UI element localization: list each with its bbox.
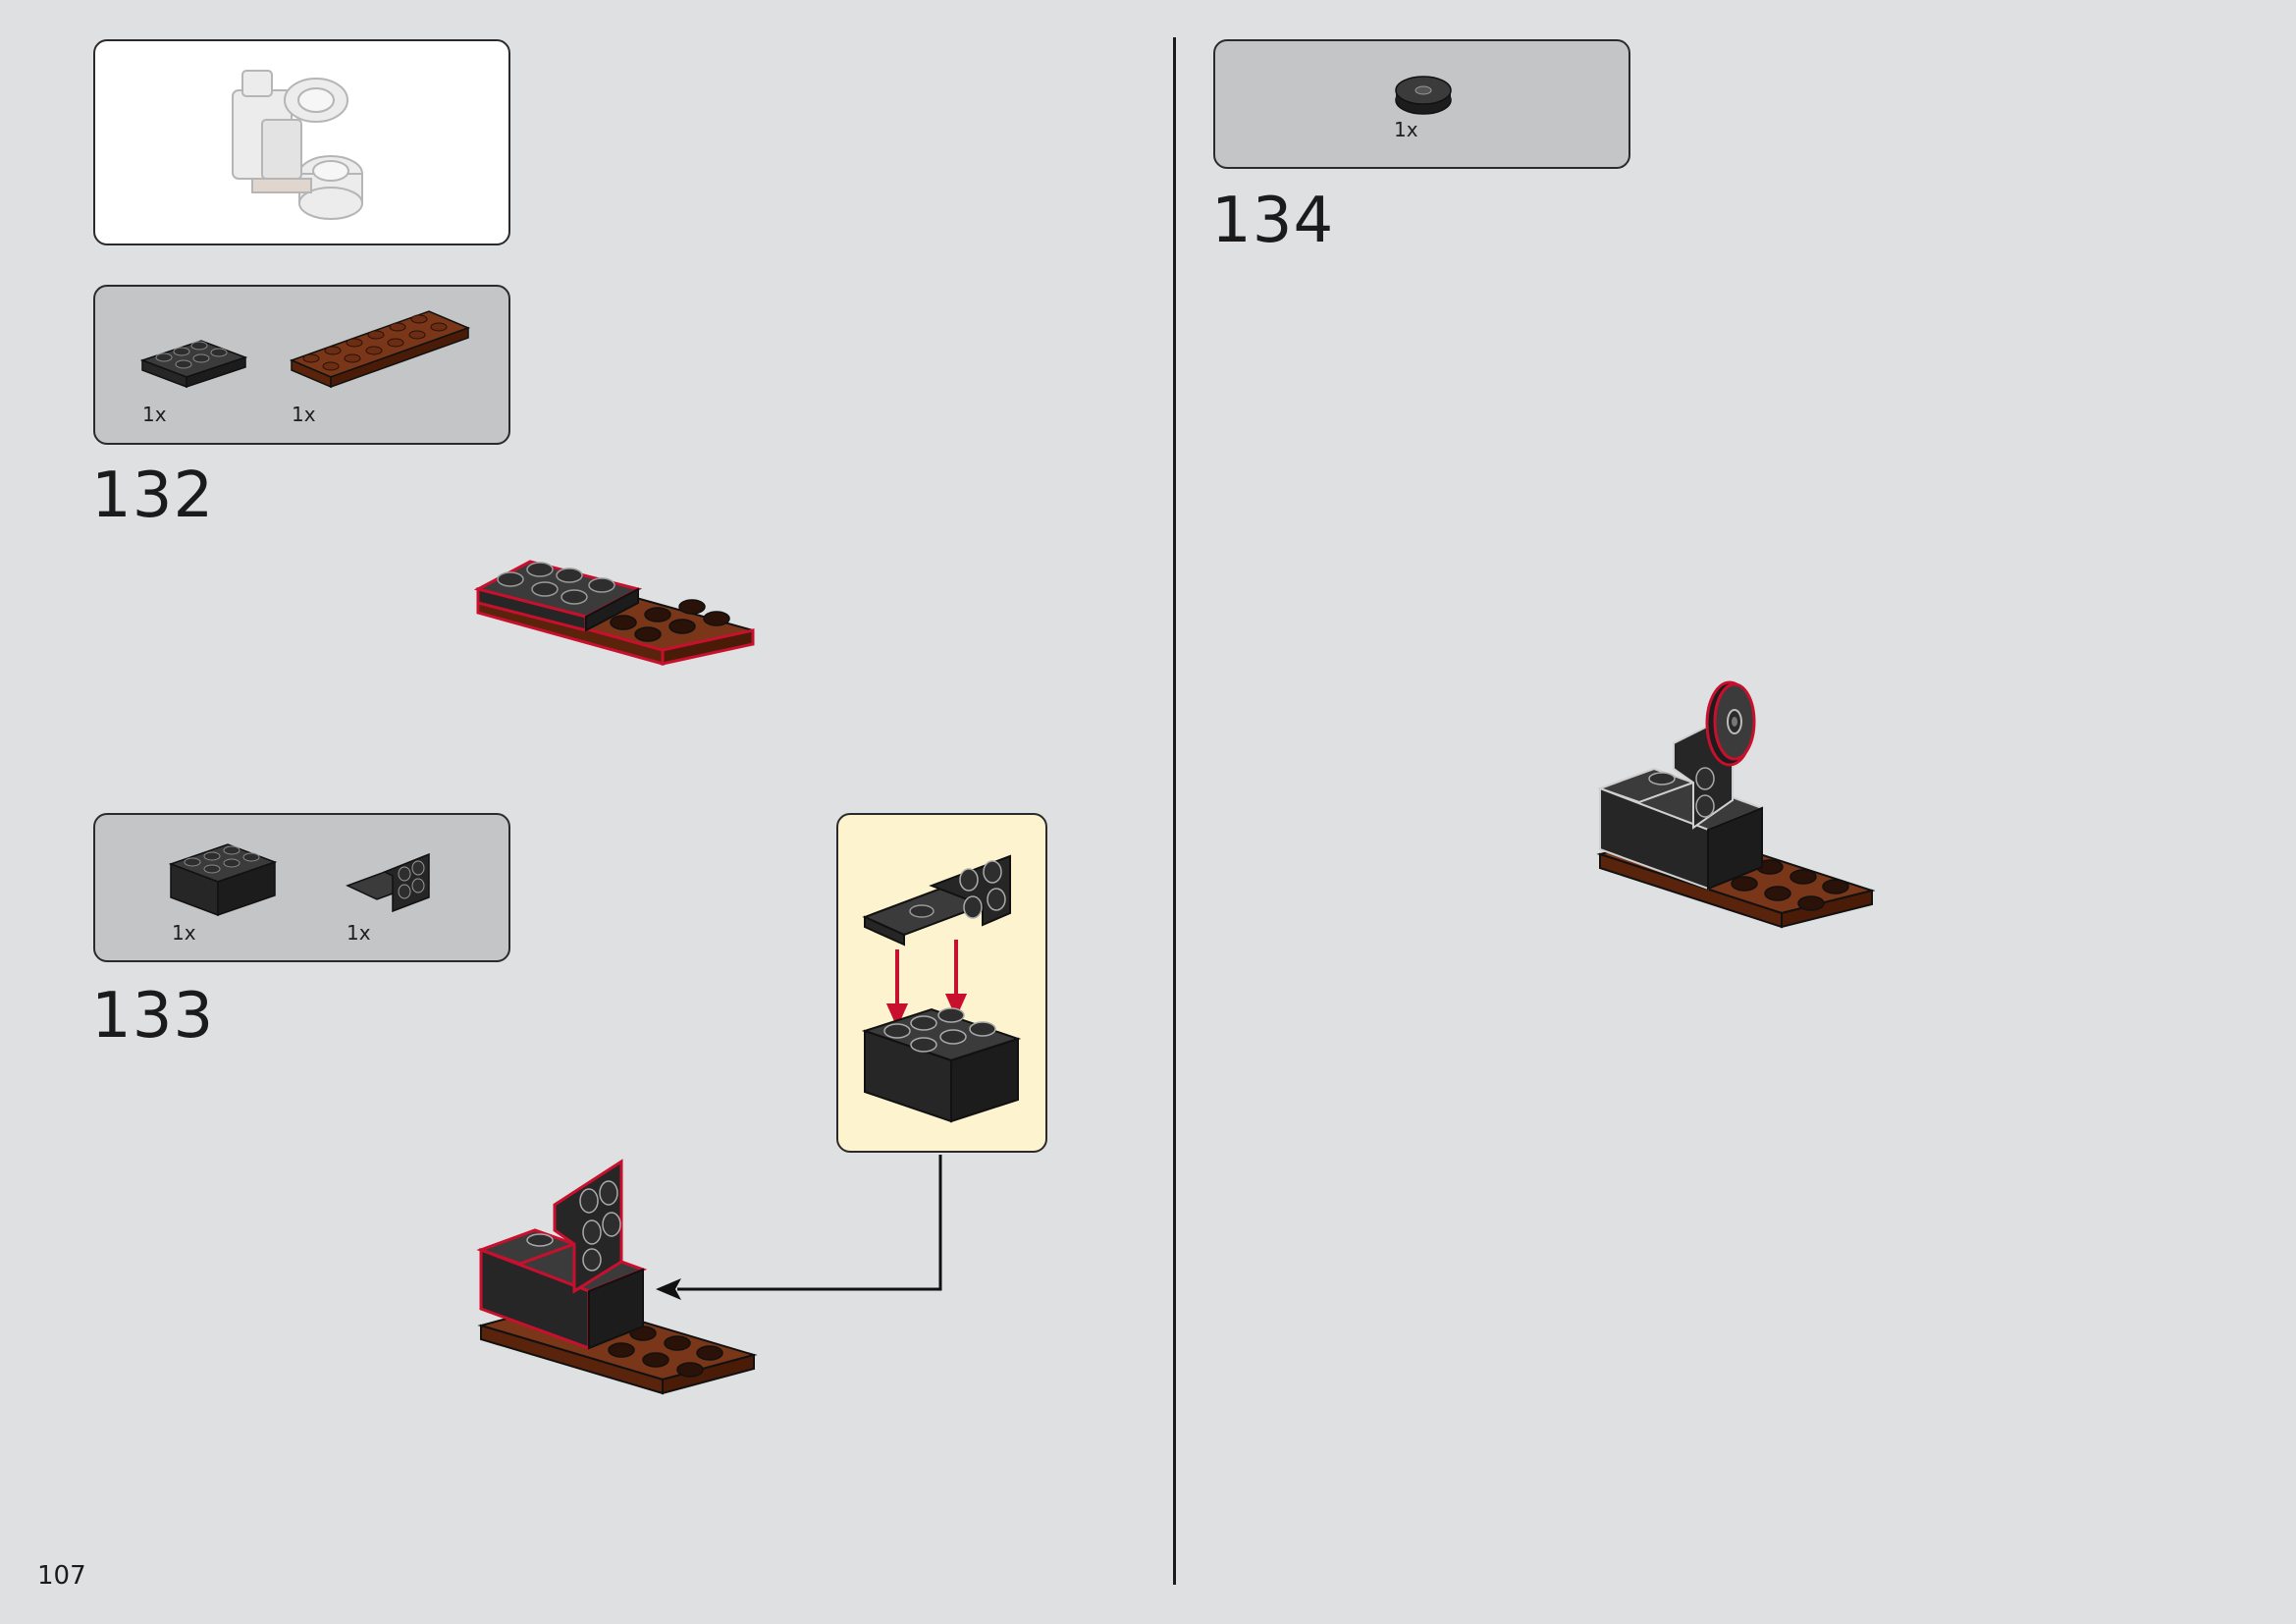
page-number: 107 — [37, 1561, 86, 1591]
step-number: 133 — [91, 980, 215, 1053]
step-134-assembly-image — [1596, 680, 1876, 929]
connector-arrow — [656, 1155, 942, 1300]
part-qty-label: 1x — [347, 921, 371, 945]
step-132-parts-callout: 1x 1x — [93, 285, 510, 445]
step-133-assembly-image — [476, 1159, 758, 1395]
black-round-tile-icon — [1395, 76, 1452, 115]
model-overview-callout — [93, 39, 510, 245]
subassembly-callout — [836, 813, 1047, 1153]
step-number: 132 — [91, 460, 215, 532]
step-number: 134 — [1211, 185, 1335, 257]
black-2x3-brick-icon — [168, 843, 278, 917]
black-2x3-plate-icon — [139, 340, 248, 389]
part-qty-label: 1x — [172, 921, 196, 945]
model-overview-image — [232, 70, 363, 220]
step-134-parts-callout: 1x — [1213, 39, 1630, 169]
part-qty-label: 1x — [292, 403, 316, 426]
subassembly-image — [861, 854, 1022, 1123]
page-divider — [1173, 37, 1176, 1585]
black-bracket-icon — [346, 852, 430, 913]
step-132-assembly-image — [473, 560, 755, 666]
part-qty-label: 1x — [1394, 118, 1418, 141]
step-133-parts-callout: 1x 1x — [93, 813, 510, 962]
reddish-brown-2x6-plate-icon — [289, 310, 471, 389]
part-qty-label: 1x — [142, 403, 167, 426]
